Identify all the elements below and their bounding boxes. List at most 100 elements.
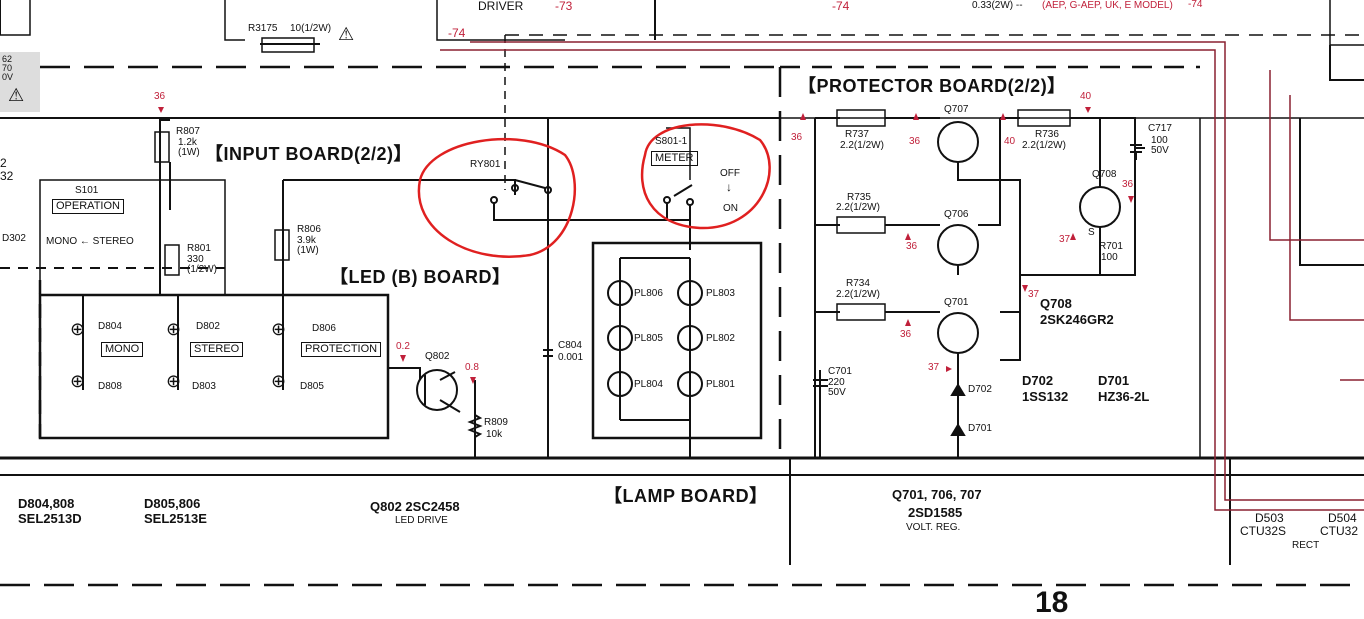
part-number: CTU32S <box>1240 524 1287 538</box>
led-icon: ⊕ <box>70 371 86 391</box>
function-label: VOLT. REG. <box>906 522 961 533</box>
resistor-value: 10k <box>486 429 503 440</box>
part-number: SEL2513E <box>144 511 207 526</box>
resistor-value: 0.33(2W) -- <box>972 0 1023 11</box>
voltage-label: 37 <box>1059 234 1071 245</box>
mono-stereo-label: MONO ← STEREO <box>46 236 134 247</box>
voltage-label: 36 <box>791 132 803 143</box>
switch-label: S801-1 <box>655 136 688 147</box>
part-number: Q708 2SK246GR2 <box>1040 296 1114 327</box>
transistor-label: Q701 <box>944 297 969 308</box>
voltage-label: -74 <box>448 26 466 40</box>
voltage-label: 0.2 <box>396 341 410 352</box>
lamp-label: PL801 <box>706 379 735 390</box>
relay-label: RY801 <box>470 159 501 170</box>
diode-label: D803 <box>192 381 216 392</box>
resistor-value: 2.2(1/2W) <box>836 202 880 213</box>
resistor-value: 100 <box>1101 252 1118 263</box>
source-label: S <box>1088 227 1095 238</box>
lamp-label: PL803 <box>706 288 735 299</box>
diode-label: D702 <box>968 384 992 395</box>
voltage-label: -74 <box>1188 0 1203 10</box>
warning-icon: ⚠ <box>8 85 25 105</box>
voltage-label: 37 <box>928 362 940 373</box>
warning-icon: ⚠ <box>338 24 355 44</box>
led-icon: ⊕ <box>166 371 182 391</box>
resistor-value: 3.9k (1W) <box>297 235 319 256</box>
resistor-value: 2.2(1/2W) <box>840 140 884 151</box>
resistor-label: R701 <box>1099 241 1123 252</box>
voltage-label: -73 <box>555 0 573 13</box>
resistor-value: 1.2k (1W) <box>178 137 200 158</box>
resistor-value: 10(1/2W) <box>290 23 332 34</box>
switch-on-label: ON <box>723 203 738 214</box>
board-title: 【LED (B) BOARD】 <box>330 267 511 287</box>
part-number: CTU32 <box>1320 524 1359 538</box>
led-icon: ⊕ <box>166 319 182 339</box>
diode-label: D808 <box>98 381 122 392</box>
lamp-label: PL804 <box>634 379 663 390</box>
transistor-label: Q708 <box>1092 169 1117 180</box>
lamp-label: PL806 <box>634 288 663 299</box>
part-number: Q701, 706, 707 <box>892 487 982 502</box>
voltage-label: 40 <box>1080 91 1092 102</box>
voltage-label: 36 <box>154 91 166 102</box>
switch-label: S101 <box>75 185 99 196</box>
capacitor-value: 220 50V <box>828 377 846 398</box>
meter-label: METER <box>651 151 698 166</box>
arrow-down-icon: ↓ <box>726 180 732 194</box>
diode-label: D504 <box>1328 511 1357 525</box>
resistor-label: R806 <box>297 224 321 235</box>
voltage-label: 0.8 <box>465 362 479 373</box>
lamp-label: PL805 <box>634 333 663 344</box>
led-icon: ⊕ <box>271 371 287 391</box>
transistor-label: Q706 <box>944 209 969 220</box>
diode-label: D503 <box>1255 511 1284 525</box>
protection-indicator: PROTECTION <box>301 342 382 357</box>
fragment-label: 62 70 0V <box>2 54 14 82</box>
diode-label: D802 <box>196 321 220 332</box>
board-title: 【INPUT BOARD(2/2)】 <box>205 144 413 164</box>
voltage-label: 36 <box>906 241 918 252</box>
voltage-label: 36 <box>1122 179 1134 190</box>
diode-label: D701 <box>968 423 992 434</box>
diode-label: D806 <box>312 323 336 334</box>
resistor-label: R734 <box>846 278 870 289</box>
resistor-value: 2.2(1/2W) <box>1022 140 1066 151</box>
model-note: (AEP, G-AEP, UK, E MODEL) <box>1042 0 1173 11</box>
diode-label: D302 <box>2 233 26 244</box>
part-number: D701 HZ36-2L <box>1098 373 1150 404</box>
stereo-indicator: STEREO <box>190 342 244 357</box>
part-number: D805,806 <box>144 496 201 511</box>
voltage-label: 36 <box>900 329 912 340</box>
board-title: 【PROTECTOR BOARD(2/2)】 <box>798 76 1066 96</box>
mono-indicator: MONO <box>101 342 144 357</box>
lamp-label: PL802 <box>706 333 735 344</box>
voltage-label: 37 <box>1028 289 1040 300</box>
capacitor-value: 100 50V <box>1151 135 1169 156</box>
function-label: LED DRIVE <box>395 515 448 526</box>
schematic-drawing <box>0 0 1364 587</box>
voltage-label: 36 <box>909 136 921 147</box>
resistor-label: R735 <box>847 192 871 203</box>
operation-label: OPERATION <box>52 199 124 214</box>
function-label: RECT <box>1292 540 1320 551</box>
driver-label: DRIVER <box>478 0 524 13</box>
transistor-label: Q707 <box>944 104 969 115</box>
page-number: 18 <box>1035 586 1069 619</box>
resistor-label: R807 <box>176 126 200 137</box>
resistor-label: R809 <box>484 417 508 428</box>
capacitor-value: 0.001 <box>558 352 584 363</box>
capacitor-label: C804 <box>558 340 582 351</box>
capacitor-label: C717 <box>1148 123 1172 134</box>
resistor-value: 2.2(1/2W) <box>836 289 880 300</box>
led-icon: ⊕ <box>271 319 287 339</box>
capacitor-label: C701 <box>828 366 852 377</box>
part-number: Q802 2SC2458 <box>370 499 460 514</box>
part-number: SEL2513D <box>18 511 82 526</box>
part-number: D702 1SS132 <box>1022 373 1069 404</box>
board-title: 【LAMP BOARD】 <box>604 486 768 506</box>
diode-label: D805 <box>300 381 324 392</box>
part-number: D804,808 <box>18 496 75 511</box>
voltage-label: -74 <box>832 0 850 13</box>
